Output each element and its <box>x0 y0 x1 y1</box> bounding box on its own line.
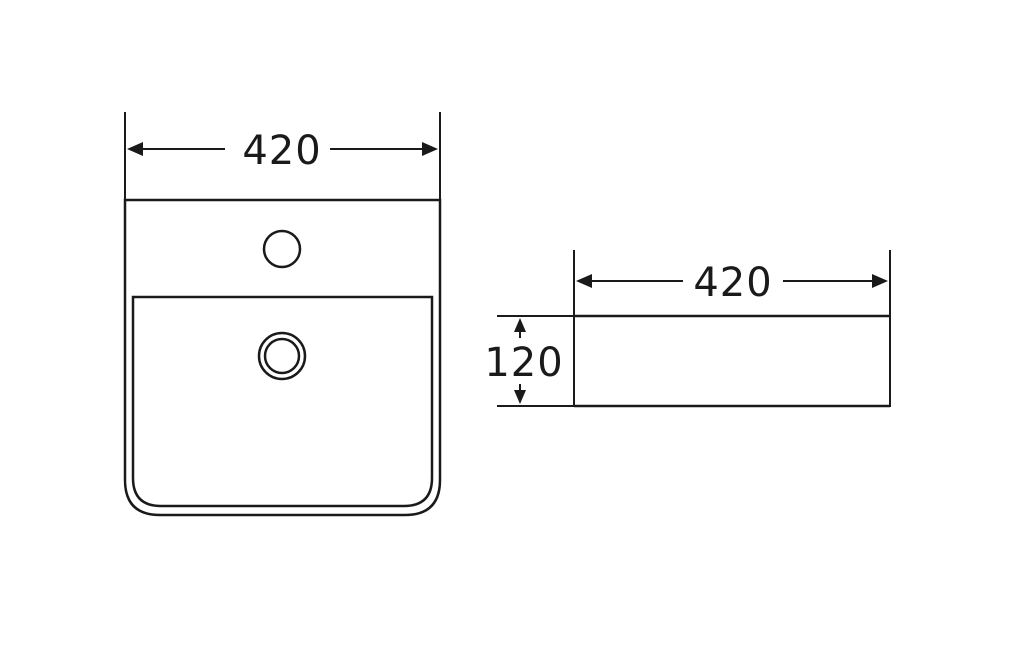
side-view-width-left-arrow-icon <box>576 274 592 288</box>
side-view-width-dimension: 420 <box>576 260 888 306</box>
drain-inner-ring-icon <box>263 337 301 375</box>
side-view-height-dimension: 120 <box>484 318 563 404</box>
sink-outer-outline <box>123 198 442 517</box>
top-view-width-label: 420 <box>242 128 321 174</box>
top-view: 420 <box>123 112 442 517</box>
side-view-height-label: 120 <box>484 340 563 386</box>
sink-basin-outline <box>131 295 434 508</box>
side-view-height-top-arrow-icon <box>514 318 526 332</box>
side-view: 420 120 <box>484 250 891 408</box>
top-view-width-left-arrow-icon <box>127 142 143 156</box>
drain-outer-ring-icon <box>257 331 307 381</box>
tap-hole-icon <box>262 229 302 269</box>
side-view-height-bottom-arrow-icon <box>514 390 526 404</box>
side-view-width-right-arrow-icon <box>872 274 888 288</box>
top-view-width-right-arrow-icon <box>422 142 438 156</box>
top-view-width-dimension: 420 <box>127 128 438 174</box>
side-view-width-label: 420 <box>693 260 772 306</box>
